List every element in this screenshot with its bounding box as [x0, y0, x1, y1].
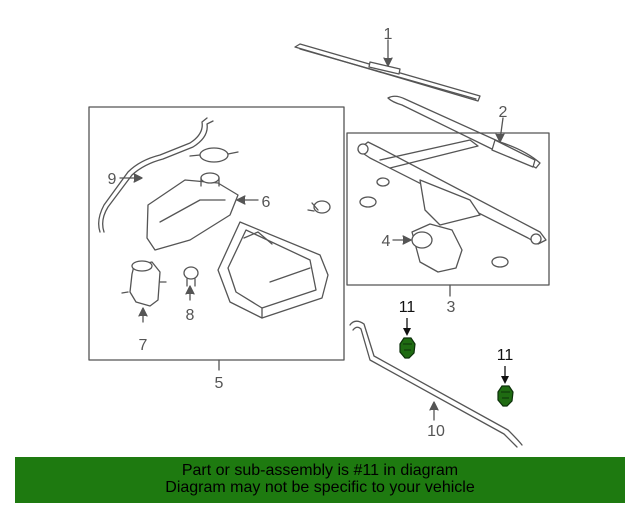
callout-10: 10: [427, 423, 445, 440]
nozzle-icon: [497, 385, 514, 407]
callout-4: 4: [382, 233, 391, 250]
callout-8: 8: [186, 307, 195, 324]
exploded-parts-diagram: 1 2 3 4 5 6 7 8 9 10 11 11: [88, 26, 550, 448]
banner-line-part-number: Part or sub-assembly is #11 in diagram: [181, 462, 459, 479]
wiper-linkage-part: [357, 139, 547, 268]
banner-line-disclaimer: Diagram may not be specific to your vehi…: [165, 479, 475, 496]
grommet-part: [307, 200, 331, 214]
callout-2: 2: [499, 104, 508, 121]
washer-nozzle-part: [399, 318, 514, 407]
pump-grommet-part: [183, 266, 199, 301]
washer-pump-part: [121, 260, 167, 323]
washer-hose-long-part: [349, 320, 523, 448]
hose-connector-part: [189, 147, 239, 163]
callout-7: 7: [139, 337, 148, 354]
part-info-banner: Part or sub-assembly is #11 in diagram D…: [15, 457, 625, 503]
wiper-motor-part: [392, 223, 463, 273]
callout-3: 3: [447, 299, 456, 316]
callout-11-second: 11: [497, 347, 514, 364]
washer-hose-part: [98, 117, 214, 233]
callout-6: 6: [262, 194, 271, 211]
linkage-group-box: [346, 132, 550, 286]
washer-group-box: [88, 106, 345, 361]
reservoir-upper-part: [146, 172, 259, 251]
callout-11-first: 11: [399, 299, 416, 316]
callout-1: 1: [384, 26, 393, 43]
wiper-blade-part: [294, 39, 481, 102]
wiper-arm-part: [387, 95, 541, 169]
nozzle-icon: [399, 337, 416, 359]
callout-5: 5: [215, 375, 224, 392]
callout-9: 9: [108, 171, 117, 188]
reservoir-tank-part: [217, 221, 329, 319]
